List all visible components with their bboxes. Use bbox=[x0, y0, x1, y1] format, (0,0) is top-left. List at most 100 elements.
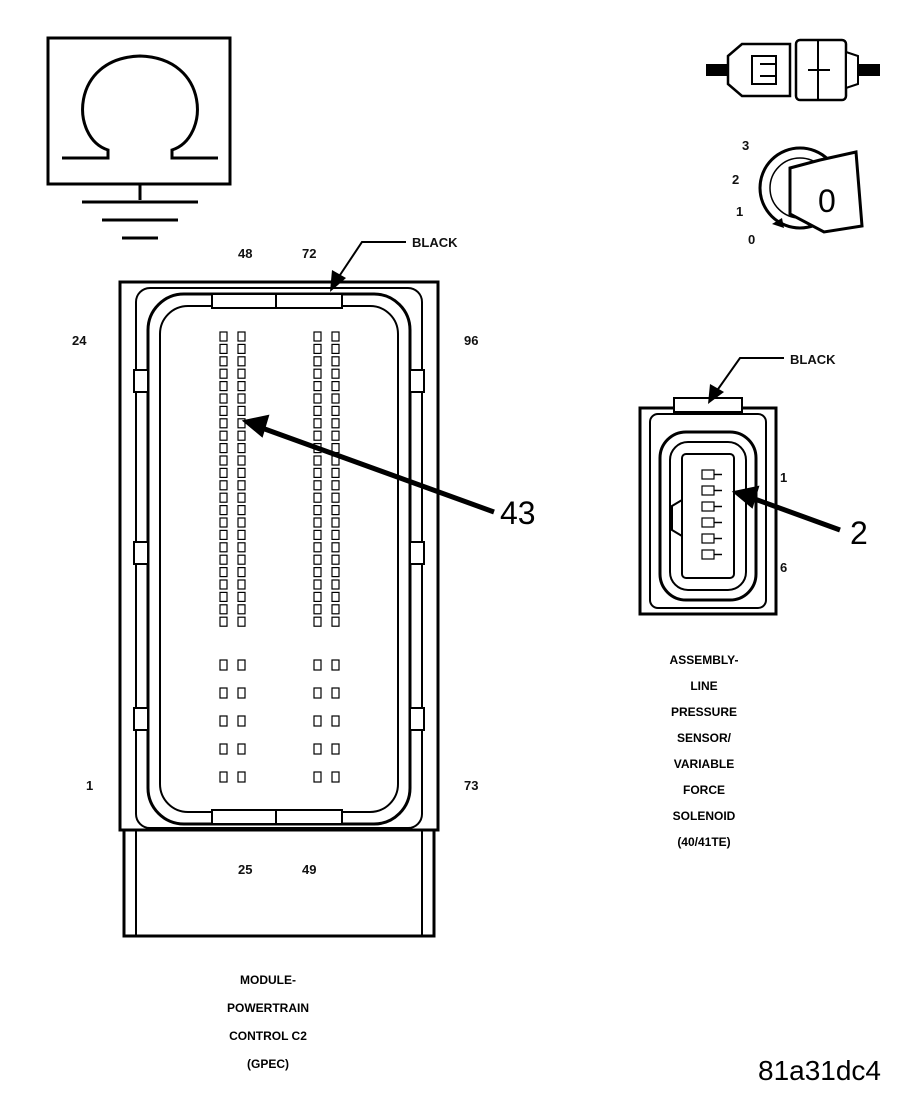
pcm-pin-cavity bbox=[237, 467, 246, 478]
pcm-pin-cavity bbox=[331, 492, 340, 503]
pcm-pin-cavity bbox=[219, 591, 228, 603]
pcm-pin-cavity bbox=[313, 368, 322, 379]
pcm-pin-cavity bbox=[313, 343, 322, 354]
pcm-pin-cavity bbox=[331, 529, 340, 541]
pcm-pin-cavity bbox=[219, 529, 228, 541]
sensor-pin-cavity bbox=[701, 517, 715, 528]
pcm-pin-cavity bbox=[331, 368, 340, 379]
pcm-pin-cavity bbox=[313, 455, 322, 466]
pcm-pin-cavity bbox=[219, 381, 228, 392]
pcm-pin-cavity bbox=[313, 542, 322, 553]
sensor-pin-cavity bbox=[701, 469, 715, 480]
pcm-pin-cavity bbox=[237, 405, 246, 416]
pcm-pin-cavity bbox=[331, 604, 340, 615]
pcm-pin-cavity bbox=[237, 542, 246, 553]
pcm-pin-cavity bbox=[313, 492, 322, 503]
pcm-pin-cavity bbox=[237, 566, 246, 578]
sensor-caption-line-7: SOLENOID bbox=[673, 809, 736, 823]
sensor-pin-6: 6 bbox=[780, 560, 787, 575]
sensor-pin-column bbox=[701, 469, 722, 560]
pcm-pin-grid bbox=[219, 331, 340, 783]
sensor-pin-1: 1 bbox=[780, 470, 787, 485]
pcm-pin-96: 96 bbox=[464, 333, 478, 348]
sensor-pin-cavity bbox=[701, 549, 715, 560]
pcm-pin-cavity bbox=[331, 343, 340, 354]
pcm-pin-cavity bbox=[237, 517, 246, 528]
pcm-pin-cavity bbox=[219, 405, 228, 416]
pcm-pin-cavity bbox=[237, 529, 246, 541]
key-position-label: 0 bbox=[818, 183, 836, 219]
pcm-pin-cavity bbox=[237, 743, 246, 755]
sensor-caption: ASSEMBLY- LINE PRESSURE SENSOR/ VARIABLE… bbox=[670, 653, 739, 849]
pcm-pin-cavity bbox=[313, 517, 322, 528]
pcm-pin-cavity bbox=[237, 505, 246, 516]
ignition-position-1: 1 bbox=[736, 204, 743, 219]
pcm-pin-cavity bbox=[237, 480, 246, 491]
pcm-pin-cavity bbox=[331, 405, 340, 416]
sensor-pin-cavity bbox=[701, 501, 715, 512]
pcm-pin-cavity bbox=[219, 343, 228, 354]
pcm-pin-49: 49 bbox=[302, 862, 316, 877]
pcm-pin-cavity bbox=[219, 467, 228, 478]
ignition-position-0: 0 bbox=[748, 232, 755, 247]
pcm-pin-cavity bbox=[331, 517, 340, 528]
pcm-pin-cavity bbox=[219, 430, 228, 441]
pcm-pin-cavity bbox=[331, 381, 340, 392]
pcm-caption-line-1: MODULE- bbox=[240, 973, 296, 987]
sensor-caption-line-2: LINE bbox=[690, 679, 717, 693]
pcm-caption-line-2: POWERTRAIN bbox=[227, 1001, 309, 1015]
pcm-pin-cavity bbox=[331, 480, 340, 491]
sensor-pin-cavity bbox=[701, 485, 715, 496]
pcm-pin-cavity bbox=[219, 579, 228, 590]
pcm-pin-cavity bbox=[331, 616, 340, 627]
pcm-pin-cavity bbox=[313, 356, 322, 367]
sensor-caption-line-8: (40/41TE) bbox=[677, 835, 730, 849]
sensor-color-label: BLACK bbox=[790, 352, 836, 367]
pcm-pin-cavity bbox=[219, 368, 228, 379]
pcm-pin-cavity bbox=[219, 616, 228, 627]
connector-disconnected-icon bbox=[706, 38, 880, 102]
pcm-pin-cavity bbox=[331, 554, 340, 565]
pcm-pin-cavity bbox=[313, 604, 322, 615]
pcm-pin-cavity bbox=[237, 430, 246, 441]
pcm-pin-cavity bbox=[313, 554, 322, 565]
pcm-pin-cavity bbox=[313, 715, 322, 727]
pcm-pin-cavity bbox=[313, 505, 322, 516]
pcm-callout-number: 43 bbox=[500, 495, 536, 531]
pcm-pin-cavity bbox=[237, 368, 246, 379]
pcm-pin-cavity bbox=[237, 393, 246, 404]
pcm-pin-48: 48 bbox=[238, 246, 252, 261]
pcm-pin-cavity bbox=[331, 418, 340, 429]
pcm-pin-cavity bbox=[237, 356, 246, 367]
pcm-pin-cavity bbox=[237, 554, 246, 565]
pcm-pin-cavity bbox=[219, 455, 228, 466]
pcm-pin-cavity bbox=[237, 771, 246, 783]
pcm-pin-cavity bbox=[219, 443, 228, 454]
pcm-pin-cavity bbox=[331, 505, 340, 516]
sensor-caption-line-4: SENSOR/ bbox=[677, 731, 732, 745]
pcm-pin-cavity bbox=[237, 579, 246, 590]
pcm-pin-cavity bbox=[219, 743, 228, 755]
pcm-pin-cavity bbox=[313, 381, 322, 392]
pcm-pin-cavity bbox=[237, 616, 246, 627]
pcm-pin-cavity bbox=[331, 566, 340, 578]
pcm-pin-1: 1 bbox=[86, 778, 93, 793]
sensor-color-leader bbox=[708, 357, 784, 404]
pcm-pin-cavity bbox=[313, 771, 322, 783]
pcm-pin-cavity bbox=[313, 418, 322, 429]
pcm-pin-cavity bbox=[331, 591, 340, 603]
pcm-pin-cavity bbox=[237, 381, 246, 392]
pcm-pin-cavity bbox=[331, 771, 340, 783]
pcm-pin-72: 72 bbox=[302, 246, 316, 261]
pcm-pin-cavity bbox=[313, 566, 322, 578]
pcm-color-leader bbox=[330, 241, 406, 292]
pcm-color-label: BLACK bbox=[412, 235, 458, 250]
pcm-pin-cavity bbox=[219, 505, 228, 516]
pcm-pin-cavity bbox=[331, 542, 340, 553]
sensor-callout-arrow bbox=[731, 485, 841, 533]
sensor-pin-cavity bbox=[701, 533, 715, 544]
pcm-connector: 48 72 24 96 1 73 25 49 BLACK 43 MODULE- … bbox=[72, 235, 536, 1071]
pcm-pin-cavity bbox=[313, 405, 322, 416]
pcm-pin-cavity bbox=[313, 591, 322, 603]
